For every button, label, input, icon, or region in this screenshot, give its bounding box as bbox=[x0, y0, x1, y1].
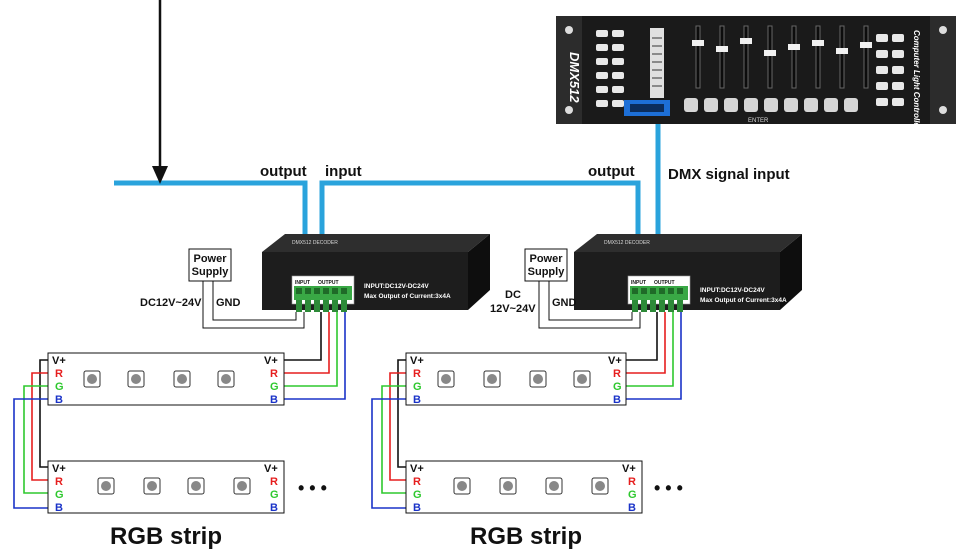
decoder-right-spec-2: Max Output of Current:3x4A bbox=[700, 297, 787, 304]
console-brand: DMX512 bbox=[567, 52, 582, 103]
decoder-right-input-header: INPUT bbox=[631, 280, 646, 286]
console-enter-text: ENTER bbox=[748, 118, 769, 124]
strip-pin-vplus: V+ bbox=[608, 355, 622, 367]
voltage-label-right-2: 12V~24V bbox=[490, 303, 536, 315]
decoder-left-spec-1: INPUT:DC12V-DC24V bbox=[364, 283, 429, 290]
strip-pin-g: G bbox=[270, 381, 279, 393]
rgb-strip-label-right: RGB strip bbox=[470, 523, 582, 550]
strip-pin-r: R bbox=[55, 476, 63, 488]
strip-pin-b: B bbox=[413, 502, 421, 514]
power-supply-right-line1: Power bbox=[529, 253, 563, 265]
rgb-strip-right-1: V+ R G B V+ R G B bbox=[405, 352, 627, 406]
strip-pin-g: G bbox=[270, 489, 279, 501]
strip-pin-b: B bbox=[270, 394, 278, 406]
strip-pin-b: B bbox=[55, 502, 63, 514]
decoder-right: DMX512 DECODER INPUT OUTPUT INPUT:DC12V-… bbox=[574, 234, 802, 312]
decoder-left-terminals bbox=[294, 286, 352, 312]
dmx-cable-network bbox=[114, 124, 661, 238]
console-side-text: Computer Light Controller bbox=[912, 30, 921, 131]
wires-left-group bbox=[13, 312, 346, 509]
strip-pin-g: G bbox=[55, 489, 64, 501]
strip-pin-g: G bbox=[413, 489, 422, 501]
decoder-right-output-header: OUTPUT bbox=[654, 280, 675, 286]
console-scene-buttons bbox=[596, 30, 624, 107]
strip-pin-r: R bbox=[270, 368, 278, 380]
decoder-right-top-text: DMX512 DECODER bbox=[604, 240, 650, 246]
continuation-dots-left: • • • bbox=[298, 478, 327, 498]
decoder-right-spec-1: INPUT:DC12V-DC24V bbox=[700, 287, 765, 294]
strip-pin-r: R bbox=[413, 368, 421, 380]
strip-pin-b: B bbox=[55, 394, 63, 406]
strip-pin-vplus: V+ bbox=[52, 355, 66, 367]
console-channel-faders bbox=[692, 25, 872, 89]
decoder-left-input-header: INPUT bbox=[295, 280, 310, 286]
power-supply-left-line2: Supply bbox=[192, 266, 230, 278]
voltage-label-left: DC12V~24V bbox=[140, 297, 202, 309]
voltage-label-right-1: DC bbox=[505, 289, 521, 301]
strip-pin-r: R bbox=[413, 476, 421, 488]
power-supply-right-line2: Supply bbox=[528, 266, 566, 278]
gnd-label-left: GND bbox=[216, 297, 241, 309]
strip-pin-vplus: V+ bbox=[264, 463, 278, 475]
rgb-strip-left-1: V+ R G B V+ R G B bbox=[47, 352, 285, 406]
continuation-dots-right: • • • bbox=[654, 478, 683, 498]
decoder-left-top-text: DMX512 DECODER bbox=[292, 240, 338, 246]
dmx-cable-link bbox=[319, 180, 641, 238]
strip-pin-b: B bbox=[613, 394, 621, 406]
output-label-right: output bbox=[588, 163, 635, 180]
decoder-left-spec-2: Max Output of Current:3x4A bbox=[364, 293, 451, 300]
console-right-buttons bbox=[876, 34, 904, 106]
dmx-console: DMX512 bbox=[556, 16, 956, 131]
signal-arrow bbox=[152, 0, 168, 184]
dmx-signal-input-label: DMX signal input bbox=[668, 166, 790, 183]
rgb-strip-left-2: V+ R G B V+ R G B bbox=[47, 460, 285, 514]
strip-pin-r: R bbox=[628, 476, 636, 488]
strip-pin-vplus: V+ bbox=[264, 355, 278, 367]
strip-pin-vplus: V+ bbox=[622, 463, 636, 475]
decoder-left: DMX512 DECODER INPUT OUTPUT INPUT:DC12V-… bbox=[262, 234, 490, 312]
strip-pin-vplus: V+ bbox=[410, 463, 424, 475]
wires-right-group bbox=[371, 312, 682, 509]
gnd-label-right: GND bbox=[552, 297, 577, 309]
strip-pin-g: G bbox=[628, 489, 637, 501]
strip-pin-r: R bbox=[55, 368, 63, 380]
output-label-left: output bbox=[260, 163, 307, 180]
power-supply-right: Power Supply bbox=[524, 248, 641, 329]
dmx-cable-left-output bbox=[114, 180, 308, 238]
strip-pin-r: R bbox=[270, 476, 278, 488]
strip-pin-b: B bbox=[628, 502, 636, 514]
strip-pin-g: G bbox=[55, 381, 64, 393]
strip-pin-g: G bbox=[413, 381, 422, 393]
decoder-right-terminals bbox=[630, 286, 688, 312]
strip-pin-r: R bbox=[613, 368, 621, 380]
power-supply-left: Power Supply bbox=[188, 248, 305, 329]
power-supply-left-line1: Power bbox=[193, 253, 227, 265]
strip-pin-b: B bbox=[270, 502, 278, 514]
decoder-left-output-header: OUTPUT bbox=[318, 280, 339, 286]
rgb-strip-right-2: V+ R G B V+ R G B bbox=[405, 460, 643, 514]
strip-pin-b: B bbox=[413, 394, 421, 406]
strip-pin-vplus: V+ bbox=[52, 463, 66, 475]
rgb-strip-label-left: RGB strip bbox=[110, 523, 222, 550]
input-label: input bbox=[325, 163, 362, 180]
console-bottom-buttons bbox=[684, 98, 858, 112]
strip-pin-g: G bbox=[613, 381, 622, 393]
strip-pin-vplus: V+ bbox=[410, 355, 424, 367]
